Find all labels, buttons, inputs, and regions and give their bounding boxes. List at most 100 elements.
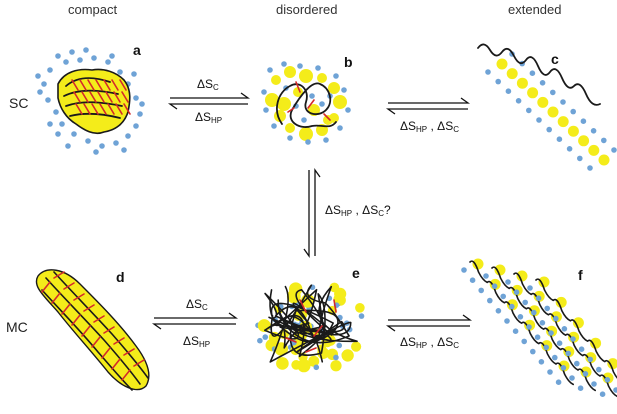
backbone-chain-icon	[267, 285, 352, 363]
water-molecule-icon	[63, 59, 69, 65]
forward-arrow-icon	[154, 312, 239, 319]
hydrophobic-residue-icon	[537, 96, 549, 108]
water-molecule-icon	[529, 70, 536, 76]
crosslink-icon	[79, 79, 91, 115]
water-molecule-icon	[257, 337, 263, 344]
hydrophobic-residue-icon	[284, 66, 296, 78]
panel-label-c: c	[551, 51, 559, 67]
water-molecule-icon	[271, 123, 277, 129]
water-molecule-icon	[262, 334, 269, 340]
crosslink-icon	[61, 293, 85, 315]
hydrophobic-residue-icon	[588, 144, 600, 156]
water-molecule-icon	[121, 147, 127, 153]
hydrophobic-residue-icon	[341, 349, 354, 362]
crosslink-icon	[81, 315, 105, 337]
crosslink-icon	[71, 79, 83, 115]
water-molecule-icon	[55, 131, 61, 137]
water-molecule-icon	[526, 324, 532, 330]
forward-arrow-icon	[388, 314, 473, 321]
water-molecule-icon	[137, 111, 143, 117]
panel-label-f: f	[578, 267, 583, 283]
hydrophobic-residue-icon	[496, 58, 508, 70]
backbone-chain-icon	[535, 278, 617, 379]
panel-c-extended-sc	[477, 43, 617, 171]
label-ef: ΔSHP , ΔSC	[400, 335, 459, 350]
crosslink-icon	[71, 304, 95, 326]
panel-label-e: e	[352, 265, 360, 281]
crosslink-icon	[111, 348, 135, 370]
hydrophobic-residue-icon	[276, 357, 289, 370]
water-molecule-icon	[560, 365, 567, 371]
label-be: ΔSHP , ΔSC?	[325, 203, 391, 218]
water-molecule-icon	[561, 326, 568, 332]
backbone-chain-icon	[513, 272, 617, 398]
hydrophobic-residue-icon	[299, 127, 313, 141]
water-molecule-icon	[109, 53, 115, 59]
water-molecule-icon	[613, 387, 617, 393]
backbone-chain-icon	[469, 260, 574, 386]
backbone-chain-icon	[276, 82, 337, 128]
water-molecule-icon	[35, 73, 41, 79]
panel-e-disordered-mc	[255, 282, 365, 373]
crosslink-icon	[121, 359, 145, 381]
hydrophobic-residue-icon	[516, 77, 528, 89]
water-molecule-icon	[530, 348, 536, 355]
water-molecule-icon	[41, 81, 47, 87]
crosslink-icon	[287, 81, 331, 121]
hydrophobic-residue-icon	[355, 302, 365, 313]
water-molecule-icon	[261, 89, 267, 95]
water-molecule-icon	[117, 69, 123, 75]
water-molecule-icon	[566, 146, 573, 152]
water-molecule-icon	[582, 371, 589, 377]
water-molecule-icon	[315, 65, 321, 71]
water-molecule-icon	[47, 67, 53, 73]
hydrophobic-residue-icon	[598, 154, 610, 166]
label-ab-forward: ΔSC	[197, 77, 219, 92]
water-molecule-icon	[139, 101, 145, 107]
water-molecule-icon	[133, 123, 139, 129]
water-molecule-icon	[309, 93, 315, 99]
water-molecule-icon	[85, 138, 91, 144]
water-molecule-icon	[591, 381, 597, 387]
water-molecule-icon	[590, 128, 597, 134]
hydrophobic-residue-icon	[578, 135, 590, 147]
hydrophobic-residue-icon	[333, 95, 347, 109]
hydrophobic-residue-icon	[472, 258, 484, 270]
hydrophobic-residue-icon	[351, 341, 362, 352]
water-molecule-icon	[65, 143, 71, 149]
water-molecule-icon	[131, 71, 137, 77]
hydrophobic-residue-icon	[506, 68, 518, 80]
hydrophobic-residue-icon	[285, 123, 295, 133]
water-molecule-icon	[336, 342, 343, 349]
water-molecule-icon	[105, 59, 111, 65]
hydrophobic-residue-icon	[293, 87, 303, 97]
row-label-mc: MC	[6, 319, 28, 335]
water-molecule-icon	[341, 87, 347, 93]
up-arrow-icon	[314, 167, 321, 256]
crosslink-icon	[103, 79, 115, 115]
water-molecule-icon	[491, 283, 498, 290]
water-molecule-icon	[487, 297, 493, 304]
crosslink-icon	[51, 282, 75, 304]
hydrophobic-residue-icon	[317, 73, 327, 83]
water-molecule-icon	[485, 69, 491, 75]
panel-d-compact-mc	[35, 269, 150, 391]
water-molecule-icon	[113, 140, 119, 146]
crosslink-icon	[41, 271, 65, 293]
water-molecule-icon	[91, 55, 97, 61]
water-molecule-icon	[500, 293, 507, 300]
water-molecule-icon	[535, 295, 542, 302]
water-molecule-icon	[547, 369, 553, 375]
hydrophobic-residue-icon	[555, 296, 567, 308]
water-molecule-icon	[601, 137, 607, 144]
water-molecule-icon	[323, 137, 329, 143]
compact-sheet-core-icon	[35, 269, 150, 391]
water-molecule-icon	[301, 117, 307, 123]
column-header-extended: extended	[508, 2, 562, 17]
panel-label-d: d	[116, 269, 125, 285]
water-molecule-icon	[71, 131, 77, 137]
water-molecule-icon	[297, 63, 303, 69]
water-molecule-icon	[587, 356, 593, 363]
water-molecule-icon	[599, 391, 606, 398]
